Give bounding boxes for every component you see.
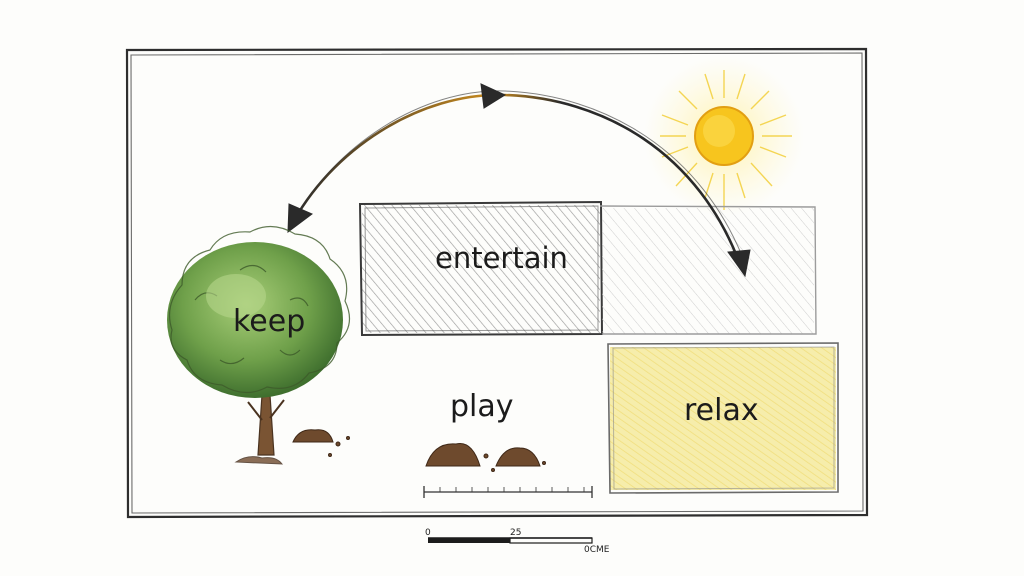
- scale-mid-label: 25: [510, 528, 521, 538]
- zone-label-entertain: entertain: [435, 241, 568, 275]
- arrowhead-top-icon: [480, 83, 507, 109]
- zone-shade-area: [599, 205, 817, 335]
- ruler-line: [423, 486, 593, 498]
- soil-mound-icon: [234, 429, 546, 472]
- arrowhead-right-icon: [727, 249, 751, 278]
- zone-entertain: [358, 200, 604, 337]
- zone-label-play: play: [450, 389, 514, 424]
- zone-relax: [607, 342, 839, 494]
- zone-label-relax: relax: [684, 393, 759, 428]
- tree-icon: [167, 225, 351, 456]
- sun-icon: [644, 56, 804, 216]
- plot-boundary: [125, 47, 869, 519]
- circulation-arrow: [287, 83, 751, 278]
- scale-bar: [428, 537, 593, 544]
- zone-label-keep: keep: [233, 304, 305, 339]
- scale-start-label: 0: [425, 528, 431, 538]
- arrowhead-left-icon: [287, 203, 313, 234]
- scale-unit-label: 0CME: [584, 545, 610, 555]
